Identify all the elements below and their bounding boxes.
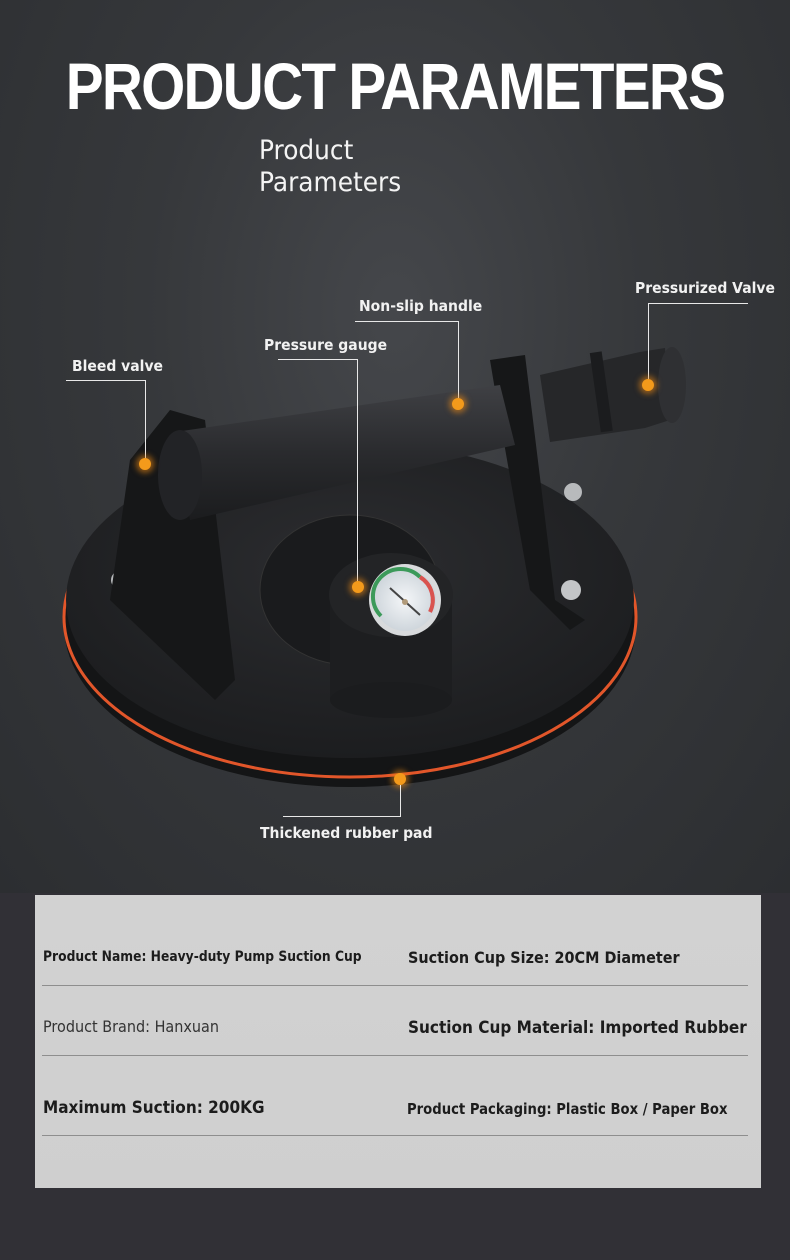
callout-line [458, 321, 459, 401]
spec-product-name: Product Name: Heavy-duty Pump Suction Cu… [43, 949, 362, 965]
callout-line [145, 380, 146, 462]
page-title: PRODUCT PARAMETERS [65, 49, 726, 123]
subtitle-line-2: Parameters [259, 167, 402, 198]
callout-bleed-valve-label: Bleed valve [72, 357, 164, 375]
specs-table: Product Name: Heavy-duty Pump Suction Cu… [35, 895, 761, 1188]
row-divider [42, 1055, 748, 1056]
callout-pressurized-valve-label: Pressurized Valve [635, 279, 775, 297]
callout-dot-pressure-gauge[interactable] [352, 581, 364, 593]
row-divider [42, 1135, 748, 1136]
callout-dot-non-slip-handle[interactable] [452, 398, 464, 410]
callout-pressure-gauge-label: Pressure gauge [264, 336, 388, 354]
spec-brand: Product Brand: Hanxuan [43, 1017, 219, 1036]
callout-non-slip-handle-label: Non-slip handle [359, 297, 483, 315]
callout-line [357, 359, 358, 585]
callout-rubber-pad-label: Thickened rubber pad [260, 824, 433, 842]
callout-line [283, 816, 401, 817]
callout-line [648, 303, 748, 304]
spec-cup-size: Suction Cup Size: 20CM Diameter [408, 948, 680, 967]
callout-line [400, 785, 401, 817]
subtitle-line-1: Product [259, 135, 354, 166]
page-subtitle: Product Parameters [259, 135, 401, 199]
row-divider [42, 985, 748, 986]
callout-line [355, 321, 459, 322]
callout-line [66, 380, 146, 381]
callout-dot-pressurized-valve[interactable] [642, 379, 654, 391]
callout-line [648, 303, 649, 380]
hero-section: PRODUCT PARAMETERS Product Parameters [0, 0, 790, 893]
spec-packaging: Product Packaging: Plastic Box / Paper B… [407, 1100, 728, 1118]
callout-dot-rubber-pad[interactable] [394, 773, 406, 785]
suction-cup-product-image [62, 348, 670, 787]
callout-line [278, 359, 358, 360]
spec-max-suction: Maximum Suction: 200KG [43, 1098, 265, 1118]
callout-dot-bleed-valve[interactable] [139, 458, 151, 470]
spec-material: Suction Cup Material: Imported Rubber [408, 1018, 747, 1038]
